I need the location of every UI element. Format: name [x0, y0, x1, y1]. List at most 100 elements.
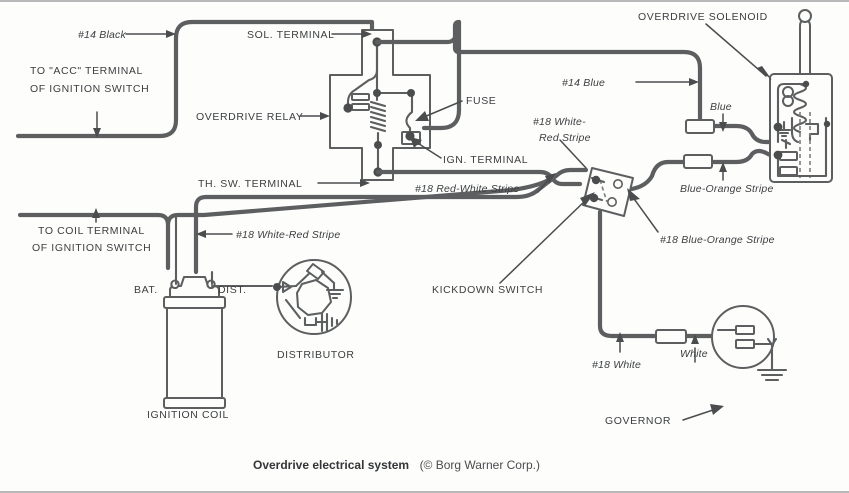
leader-governor — [682, 408, 717, 421]
arrow-18-white — [616, 332, 624, 342]
label-bat: BAT. — [134, 284, 158, 296]
label-18-blue-orange-stripe: #18 Blue-Orange Stripe — [660, 234, 775, 246]
relay-coil-mid-node — [374, 141, 382, 149]
overdrive-relay-component — [329, 29, 431, 181]
distributor-condenser — [303, 312, 339, 333]
blue-orange-wire-connector — [683, 154, 713, 169]
label-14-blue: #14 Blue — [562, 77, 605, 89]
arrow-18-white-red-left — [196, 230, 206, 238]
label-governor: GOVERNOR — [605, 415, 671, 427]
distributor-primary-lead — [276, 284, 298, 289]
wire-18-white-red-upper-run — [203, 167, 589, 200]
solenoid-internal-node — [802, 80, 810, 88]
caption-credit: (© Borg Warner Corp.) — [420, 458, 540, 472]
distributor-ground-symbol — [325, 281, 345, 300]
arrow-governor — [710, 404, 724, 415]
arrow-to-acc — [93, 128, 101, 138]
distributor-component — [273, 259, 352, 335]
distributor-arm-to-ground — [320, 270, 336, 285]
kickdown-terminal-lower-right — [606, 197, 617, 208]
arrow-18-red-white — [545, 173, 556, 184]
leader-18-white-red-upper — [559, 139, 587, 169]
arrow-sol-terminal — [362, 30, 372, 38]
solenoid-plunger-travel-dashed — [799, 112, 811, 178]
leader-fuse — [423, 100, 463, 118]
solenoid-ground-symbol — [776, 120, 792, 138]
solenoid-blue-terminal-node — [773, 122, 783, 132]
arrow-to-coil-terminal — [92, 208, 100, 218]
solenoid-internal-top-lead — [776, 82, 808, 144]
arrow-blue — [719, 122, 727, 132]
label-fuse: FUSE — [466, 95, 496, 107]
solenoid-plunger-shaft — [799, 19, 811, 75]
arrow-white — [691, 334, 699, 344]
label-overdrive-relay: OVERDRIVE RELAY — [196, 111, 303, 123]
solenoid-lower-bus — [776, 116, 828, 178]
blue-orange-wire-to-solenoid — [617, 148, 781, 193]
governor-wire-connector — [655, 329, 687, 344]
label-white: White — [680, 348, 708, 360]
kickdown-terminal-upper-right — [612, 179, 623, 190]
kickdown-switch-component — [582, 167, 634, 217]
relay-left-terminal-node — [343, 103, 353, 113]
distributor-lower-lead — [284, 298, 302, 320]
solenoid-hold-winding-b — [782, 95, 794, 107]
caption-title: Overdrive electrical system — [253, 458, 409, 472]
coil-body — [166, 304, 223, 406]
distributor-housing — [276, 259, 352, 335]
governor-housing — [711, 305, 775, 369]
arrow-14-blue — [689, 78, 699, 86]
label-to-acc-terminal-line2: OF IGNITION SWITCH — [30, 83, 149, 95]
distributor-terminal-arrow — [281, 280, 293, 294]
label-blue-orange-stripe: Blue-Orange Stripe — [680, 183, 773, 195]
overdrive-solenoid-component — [769, 9, 833, 183]
solenoid-internal-node-right — [823, 120, 831, 128]
label-overdrive-solenoid: OVERDRIVE SOLENOID — [638, 11, 768, 23]
label-to-coil-terminal-line2: OF IGNITION SWITCH — [32, 242, 151, 254]
label-to-coil-terminal-line1: TO COIL TERMINAL — [38, 225, 145, 237]
arrow-kickdown-switch — [580, 192, 595, 206]
blue-wire-to-solenoid — [697, 123, 781, 145]
wire-18-white-red-left-drop — [193, 194, 209, 275]
distributor-rubbing-block — [306, 263, 325, 280]
leader-ign-terminal — [415, 141, 442, 159]
relay-coil-top-node — [373, 89, 381, 97]
kickdown-internal-link — [599, 179, 608, 203]
governor-component — [711, 305, 788, 382]
label-ignition-coil: IGNITION COIL — [147, 409, 229, 421]
label-to-acc-terminal-line1: TO "ACC" TERMINAL — [30, 65, 143, 77]
wire-18-white-path — [597, 209, 661, 339]
kickdown-switch-body — [582, 167, 634, 217]
leader-kickdown-switch — [499, 197, 589, 284]
kickdown-terminal-left-upper — [591, 175, 601, 185]
solenoid-pull-in-winding — [792, 82, 808, 134]
leader-overdrive-solenoid — [705, 23, 767, 77]
wire-14-blue-branch-to-fuse — [421, 19, 462, 131]
solenoid-plunger-knob — [798, 9, 812, 23]
blue-wire-connector — [685, 119, 715, 134]
relay-contact-blade-upper — [351, 93, 370, 101]
relay-bus-right-node — [407, 89, 415, 97]
governor-ground-symbol — [756, 368, 788, 382]
label-th-sw-terminal: TH. SW. TERMINAL — [198, 178, 303, 190]
solenoid-contact-arm — [790, 116, 800, 144]
distributor-primary-terminal-node — [273, 283, 281, 291]
solenoid-switch-symbol — [780, 138, 792, 150]
governor-lead-arrowhead — [766, 337, 778, 347]
label-kickdown-switch: KICKDOWN SWITCH — [432, 284, 543, 296]
label-sol-terminal: SOL. TERMINAL — [247, 29, 335, 41]
relay-fuse-element — [405, 91, 414, 137]
arrow-ign-terminal — [410, 137, 422, 148]
label-18-white-red-line2: Red Stripe — [539, 132, 591, 144]
arrow-overdrive-relay — [320, 112, 330, 120]
coil-cap-rim — [163, 296, 226, 309]
label-18-red-white-stripe: #18 Red-White Stripe — [415, 183, 519, 195]
wire-14-blue-path — [374, 19, 703, 129]
label-dist: DIST. — [218, 284, 247, 296]
label-distributor: DISTRIBUTOR — [277, 349, 355, 361]
wire-14-black-path — [15, 19, 375, 139]
label-18-white: #18 White — [592, 359, 641, 371]
arrow-fuse — [415, 111, 429, 121]
